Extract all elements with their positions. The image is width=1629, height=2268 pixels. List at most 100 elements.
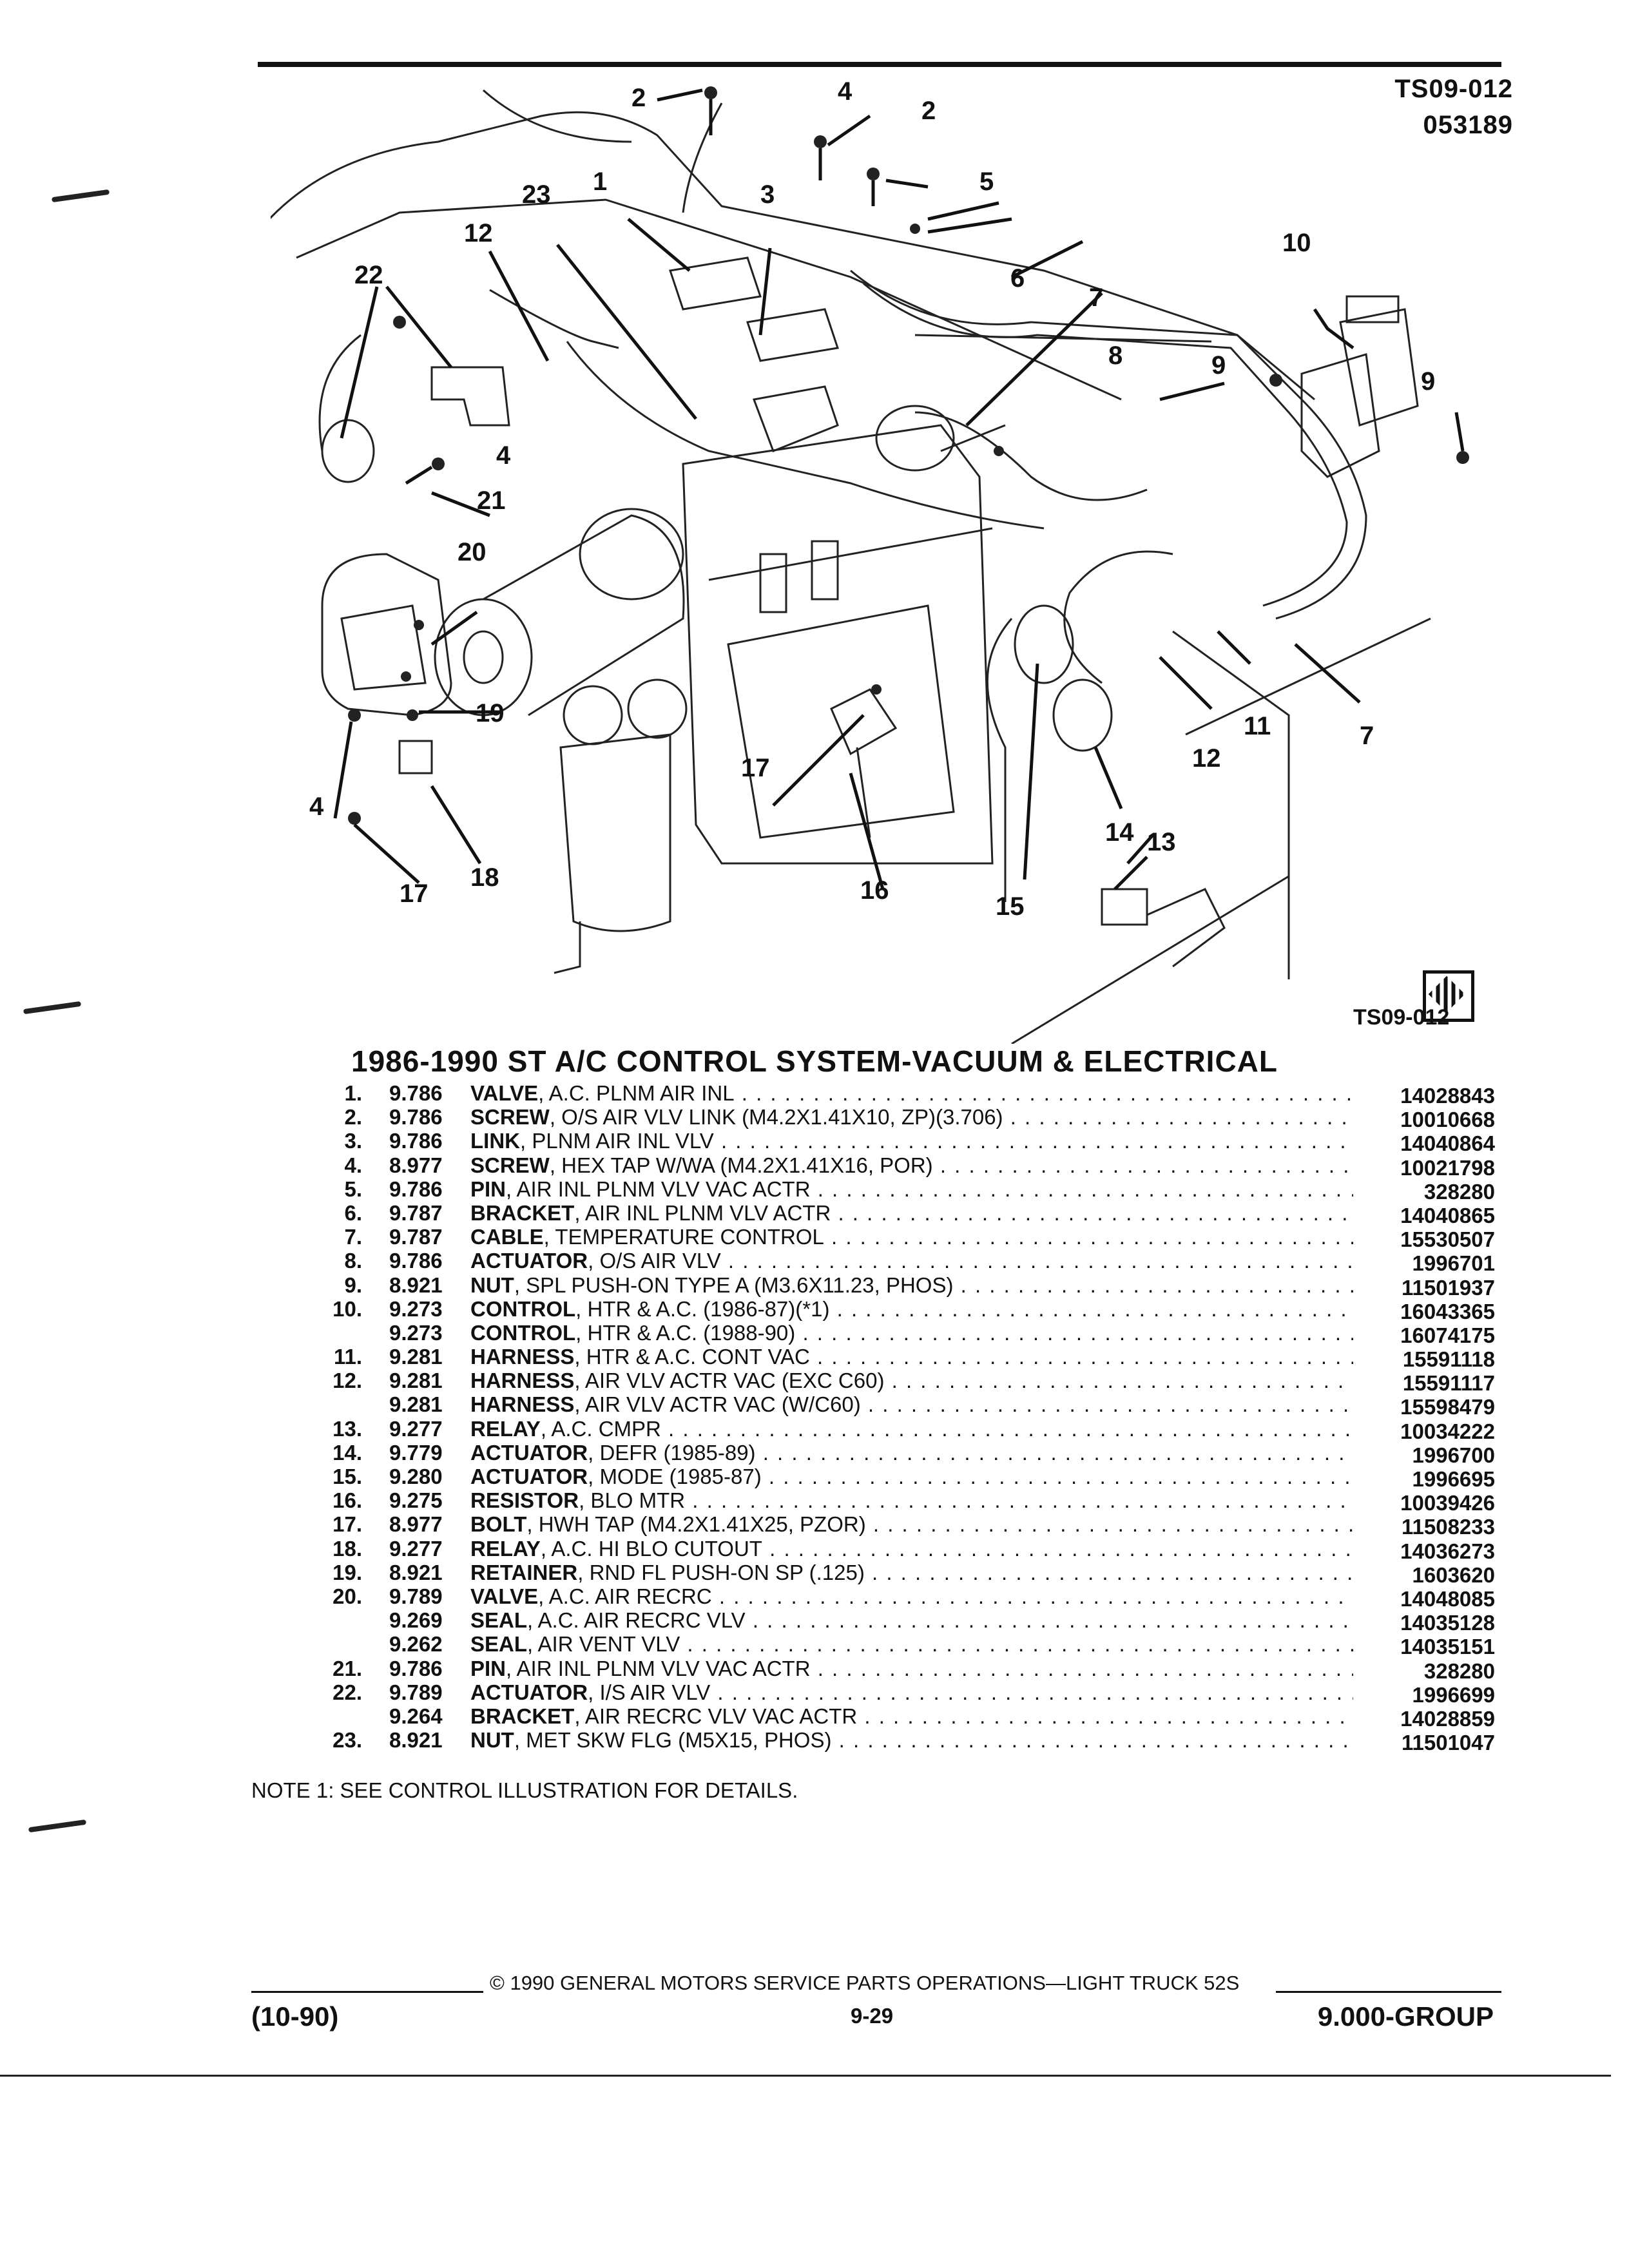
part-description: BOLT, HWH TAP (M4.2X1.41X25, PZOR): [470, 1512, 1353, 1536]
callout-11: 11: [1244, 712, 1271, 740]
part-detail: , O/S AIR VLV LINK (M4.2X1.41X10, ZP)(3.…: [549, 1105, 1003, 1129]
binder-hole-mark: [28, 1819, 87, 1833]
part-name: VALVE: [470, 1584, 539, 1608]
part-detail: , A.C. AIR RECRC: [538, 1584, 712, 1608]
part-name: RELAY: [470, 1536, 541, 1561]
part-description: ACTUATOR, O/S AIR VLV: [470, 1249, 1353, 1273]
part-group-number: 9.264: [389, 1704, 443, 1728]
footer-rule: [251, 1991, 483, 1993]
part-detail: , O/S AIR VLV: [588, 1249, 721, 1273]
part-name: VALVE: [470, 1081, 539, 1105]
callout-23: 23: [522, 180, 551, 209]
callout-12: 12: [464, 219, 493, 247]
part-name: SEAL: [470, 1608, 528, 1633]
vacuum-hoses: [489, 269, 1367, 684]
part-number: 15591118: [1402, 1347, 1495, 1372]
part-name: HARNESS: [470, 1392, 575, 1417]
part-name: CONTROL: [470, 1320, 576, 1345]
part-item-number: 6.: [344, 1200, 362, 1225]
part-number: 14035128: [1400, 1611, 1495, 1635]
part-item-number: 18.: [333, 1536, 362, 1561]
part-number: 14035151: [1400, 1635, 1495, 1659]
part-group-number: 9.273: [389, 1320, 443, 1345]
part-group-number: 9.273: [389, 1296, 443, 1321]
part-item-number: 11.: [333, 1345, 362, 1369]
part-name: ACTUATOR: [470, 1440, 588, 1465]
part-name: RESISTOR: [470, 1488, 579, 1513]
part-item-number: 20.: [333, 1584, 362, 1608]
part-group-number: 9.786: [389, 1249, 443, 1273]
exploded-diagram: 2 4 2 5 6 7 8 9 9 10 11 7 12 14 13 15 16…: [271, 77, 1469, 1044]
callout-9: 9: [1211, 351, 1226, 380]
part-description: CABLE, TEMPERATURE CONTROL: [470, 1225, 1353, 1249]
callout-4: 4: [496, 441, 511, 470]
callout-12: 12: [1192, 744, 1221, 773]
part-name: HARNESS: [470, 1369, 575, 1393]
part-detail: , AIR RECRC VLV VAC ACTR: [574, 1704, 858, 1728]
part-group-number: 9.262: [389, 1632, 443, 1657]
part-number: 10034222: [1400, 1419, 1495, 1443]
part-group-number: 9.787: [389, 1200, 443, 1225]
part-item-number: 12.: [333, 1369, 362, 1393]
part-item-number: 8.: [344, 1249, 362, 1273]
part-number: 16043365: [1400, 1299, 1495, 1323]
callout-8: 8: [1108, 341, 1123, 370]
part-detail: , MODE (1985-87): [588, 1465, 762, 1488]
part-name: SCREW: [470, 1153, 550, 1177]
part-detail: , AIR VLV ACTR VAC (EXC C60): [574, 1369, 885, 1393]
part-description: HARNESS, AIR VLV ACTR VAC (EXC C60): [470, 1369, 1353, 1392]
part-description: RETAINER, RND FL PUSH-ON SP (.125): [470, 1561, 1353, 1584]
part-detail: , HTR & A.C. (1988-90): [575, 1320, 796, 1345]
part-name: SCREW: [470, 1105, 550, 1129]
part-item-number: 23.: [333, 1728, 362, 1753]
dashboard-outline: [271, 89, 1431, 1044]
part-name: CONTROL: [470, 1296, 576, 1321]
part-group-number: 9.281: [389, 1392, 443, 1417]
part-detail: , A.C. AIR RECRC VLV: [527, 1608, 746, 1633]
part-group-number: 9.786: [389, 1656, 443, 1680]
part-number: 14028859: [1400, 1706, 1495, 1731]
document-number: 053189: [1423, 111, 1513, 139]
part-number: 14048085: [1400, 1586, 1495, 1611]
part-description: ACTUATOR, I/S AIR VLV: [470, 1680, 1353, 1704]
part-number: 11501937: [1401, 1275, 1495, 1300]
part-group-number: 9.275: [389, 1488, 443, 1513]
part-item-number: 2.: [344, 1105, 362, 1129]
part-detail: , AIR VLV ACTR VAC (W/C60): [574, 1392, 861, 1417]
part-detail: , HEX TAP W/WA (M4.2X1.41X16, POR): [549, 1153, 933, 1177]
part-name: RELAY: [470, 1416, 541, 1441]
part-name: SEAL: [470, 1632, 528, 1657]
part-description: VALVE, A.C. PLNM AIR INL: [470, 1081, 1353, 1105]
part-description: NUT, SPL PUSH-ON TYPE A (M3.6X11.23, PHO…: [470, 1273, 1353, 1297]
part-group-number: 8.977: [389, 1512, 443, 1537]
part-group-number: 8.921: [389, 1273, 443, 1297]
part-item-number: 21.: [333, 1656, 362, 1680]
section-group: 9.000-GROUP: [1317, 2001, 1494, 2032]
callout-16: 16: [860, 876, 889, 905]
part-item-number: 5.: [344, 1177, 362, 1201]
callout-15: 15: [996, 892, 1025, 921]
part-name: HARNESS: [470, 1345, 575, 1369]
part-item-number: 13.: [333, 1416, 362, 1441]
part-group-number: 9.787: [389, 1225, 443, 1249]
part-description: CONTROL, HTR & A.C. (1988-90): [470, 1321, 1353, 1345]
part-name: NUT: [470, 1273, 514, 1297]
binder-hole-mark: [23, 1001, 82, 1015]
part-description: BRACKET, AIR INL PLNM VLV ACTR: [470, 1201, 1353, 1225]
callout-5: 5: [979, 168, 994, 196]
part-detail: , AIR INL PLNM VLV VAC ACTR: [506, 1177, 811, 1201]
